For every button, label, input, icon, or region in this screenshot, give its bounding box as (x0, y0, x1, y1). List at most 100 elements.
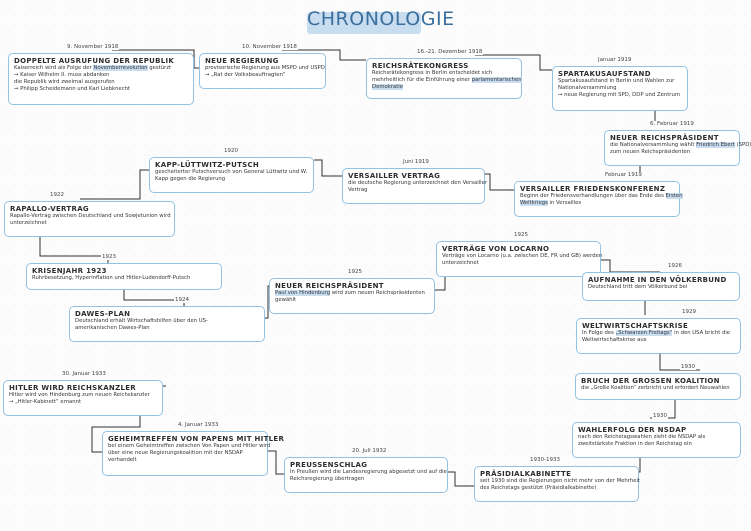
event-line: Verträge von Locarno (u.a. zwischen DE, … (442, 253, 603, 259)
event-description: die „Große Koalition“ zerbricht und erfo… (581, 385, 735, 392)
event-date: 1930-1933 (529, 457, 561, 463)
event-date: 1922 (49, 192, 65, 198)
event-title: DAWES-PLAN (75, 310, 131, 318)
event-line: → Kaiser Wilhelm II. muss abdanken (14, 72, 110, 78)
event-line: über eine neue Regierungskoalition mit d… (108, 450, 243, 456)
event-line: → „Hitler-Kabinett“ ernannt (9, 399, 82, 405)
event-line: → „Rat der Volksbeauftragten“ (205, 72, 286, 78)
event-date: 1930 (652, 413, 668, 419)
event-line: Deutschland tritt dem Völkerbund bei (588, 284, 688, 290)
event-title: VERSAILLER VERTRAG (348, 172, 441, 180)
connector-line (80, 169, 149, 200)
event-title: NEUER REICHSPRÄSIDENT (610, 134, 719, 142)
connector-line (601, 259, 660, 273)
event-line: In Folge des „Schwarzen Freitags“ in den… (582, 330, 731, 336)
event-description: bei einem Geheimtreffen zwischen Von Pap… (108, 443, 270, 464)
event-line: Reichsregierung übertragen (290, 476, 365, 482)
event-date: Juni 1919 (402, 159, 430, 165)
event-title: GEHEIMTREFFEN VON PAPENS MIT HITLER (108, 435, 285, 443)
event-line: Beginn der Friedensverhandlungen über da… (520, 193, 683, 199)
connector-line (123, 290, 185, 306)
connector-line (112, 49, 199, 69)
event-description: provisorische Regierung aus MSPD und USP… (205, 65, 325, 79)
event-date: 1930 (680, 364, 696, 370)
connector-line (39, 237, 109, 263)
event-description: Deutschland tritt dem Völkerbund bei (588, 284, 734, 291)
connector-line (639, 458, 641, 473)
event-description: Beginn der Friedensverhandlungen über da… (520, 193, 683, 207)
event-title: VERTRÄGE VON LOCARNO (442, 245, 550, 253)
event-line: die deutsche Regierung unterzeichnet den… (348, 180, 488, 186)
connector-line (435, 277, 446, 291)
event-description: Reichsrätekongress in Berlin entscheidet… (372, 70, 522, 91)
event-title: DOPPELTE AUSRUFUNG DER REPUBLIK (14, 57, 175, 65)
event-date: 9. November 1918 (66, 44, 120, 50)
event-line: Paul von Hindenburg wird zum neuen Reich… (275, 290, 425, 296)
event-line: Hitler wird von Hindenburg zum neuen Rei… (9, 392, 150, 398)
event-description: Ruhrbesetzung, Hyperinflation und Hitler… (32, 275, 216, 282)
event-line: Ruhrbesetzung, Hyperinflation und Hitler… (32, 275, 191, 281)
event-date: 20. Juli 1932 (351, 448, 388, 454)
event-title: NEUE REGIERUNG (205, 57, 279, 65)
event-line: gescheiterter Putschversuch von General … (155, 169, 308, 175)
event-line: Deutschland erhält Wirtschaftshilfen übe… (75, 318, 208, 324)
event-line: Kaiserreich wird als Folge der Novemberr… (14, 65, 172, 71)
event-title: VERSAILLER FRIEDENSKONFERENZ (520, 185, 666, 193)
event-line: Reichsrätekongress in Berlin entscheidet… (372, 70, 493, 76)
event-description: In Folge des „Schwarzen Freitags“ in den… (582, 330, 735, 344)
event-description: seit 1930 sind die Regierungen nicht meh… (480, 478, 641, 492)
event-line: des Reichstags gestützt (Präsidialkabine… (480, 485, 597, 491)
event-line: Weltkriegs in Versailles (520, 200, 582, 206)
event-line: → Philipp Scheidemann und Karl Liebknech… (14, 86, 131, 92)
event-line: Weltwirtschaftskrise aus (582, 337, 647, 343)
event-line: Spartakusaufstand in Berlin und Wahlen z… (558, 78, 675, 84)
event-title: REICHSRÄTEKONGRESS (372, 62, 469, 70)
event-title: PRÄSIDIALKABINETTE (480, 470, 572, 478)
event-line: zweitstärkste Fraktion in den Reichstag … (578, 441, 692, 447)
connector-line (475, 54, 552, 71)
event-line: Vertrag (348, 187, 368, 193)
event-title: WELTWIRTSCHAFTSKRISE (582, 322, 689, 330)
event-description: Paul von Hindenburg wird zum neuen Reich… (275, 290, 429, 304)
connector-line (314, 159, 342, 177)
event-line: Demokratie (372, 84, 404, 90)
page-title: CHRONOLOGIE (307, 8, 455, 30)
event-line: mehrheitlich für die Einführung einer pa… (372, 77, 522, 83)
event-description: Kaiserreich wird als Folge der Novemberr… (14, 65, 188, 93)
event-line: die Nationalversammlung wählt Friedrich … (610, 142, 751, 148)
event-date: 1925 (347, 269, 363, 275)
connector-line (448, 471, 474, 487)
event-line: provisorische Regierung aus MSPD und USP… (205, 65, 325, 71)
event-line: die „Große Koalition“ zerbricht und erfo… (581, 385, 730, 391)
event-title: KAPP-LÜTTWITZ-PUTSCH (155, 161, 260, 169)
event-title: HITLER WIRD REICHSKANZLER (9, 384, 136, 392)
connector-line (485, 173, 514, 191)
event-date: 1920 (223, 148, 239, 154)
event-date: 1929 (681, 309, 697, 315)
title-highlight (307, 12, 421, 34)
event-date: 6. Februar 1919 (649, 121, 695, 127)
event-line: seit 1930 sind die Regierungen nicht meh… (480, 478, 641, 484)
event-line: Nationalversammlung (558, 85, 617, 91)
event-line: gewählt (275, 297, 297, 303)
connector-line (268, 450, 284, 475)
connector-line (282, 49, 366, 61)
event-title: NEUER REICHSPRÄSIDENT (275, 282, 384, 290)
event-title: PREUSSENSCHLAG (290, 461, 368, 469)
event-title: BRUCH DER GROSSEN KOALITION (581, 377, 720, 385)
event-line: unterzeichnet (442, 260, 479, 266)
